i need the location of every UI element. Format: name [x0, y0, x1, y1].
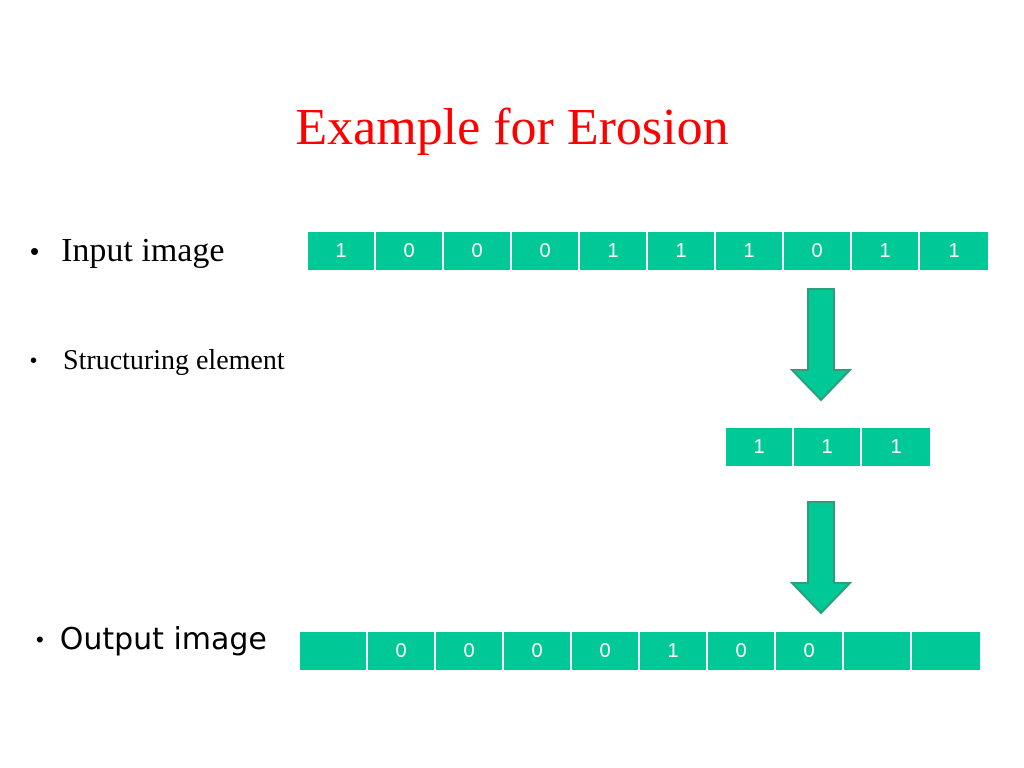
output-cell: 0: [504, 632, 572, 670]
output-cell: 1: [640, 632, 708, 670]
input-cell: 1: [852, 232, 920, 270]
output-cell: [300, 632, 368, 670]
input-cell: 0: [376, 232, 444, 270]
down-arrow-icon: [789, 501, 852, 615]
slide-title: Example for Erosion: [295, 99, 729, 156]
bullet-marker: •: [30, 235, 40, 266]
input-cell: 1: [716, 232, 784, 270]
output-cell: 0: [572, 632, 640, 670]
bullet-marker: •: [36, 626, 44, 652]
input-cell: 1: [308, 232, 376, 270]
input-cell: 1: [648, 232, 716, 270]
input-cell: 1: [920, 232, 988, 270]
input-cell: 0: [784, 232, 852, 270]
output-cell: 0: [708, 632, 776, 670]
input-cell: 0: [444, 232, 512, 270]
output-cell: 0: [776, 632, 844, 670]
output-cell: 0: [436, 632, 504, 670]
output-cell: 0: [368, 632, 436, 670]
bullet-output-image: • Output image: [36, 622, 267, 657]
output-image-label: Output image: [59, 622, 267, 657]
output-cell: [844, 632, 912, 670]
structuring-cell: 1: [726, 428, 794, 466]
output-cell: [912, 632, 980, 670]
structuring-element-label: Structuring element: [63, 345, 285, 376]
input-image-label: Input image: [61, 232, 225, 269]
structuring-cell: 1: [862, 428, 930, 466]
bullet-marker: •: [30, 349, 38, 372]
input-cell: 0: [512, 232, 580, 270]
input-cell: 1: [580, 232, 648, 270]
bullet-structuring-element: • Structuring element: [30, 345, 285, 377]
structuring-cell: 1: [794, 428, 862, 466]
input-image-row: 1 0 0 0 1 1 1 0 1 1: [308, 232, 988, 270]
structuring-element-row: 1 1 1: [726, 428, 930, 466]
output-image-row: 0 0 0 0 1 0 0: [300, 632, 980, 670]
bullet-input-image: • Input image: [30, 232, 224, 270]
down-arrow-icon: [789, 288, 852, 402]
